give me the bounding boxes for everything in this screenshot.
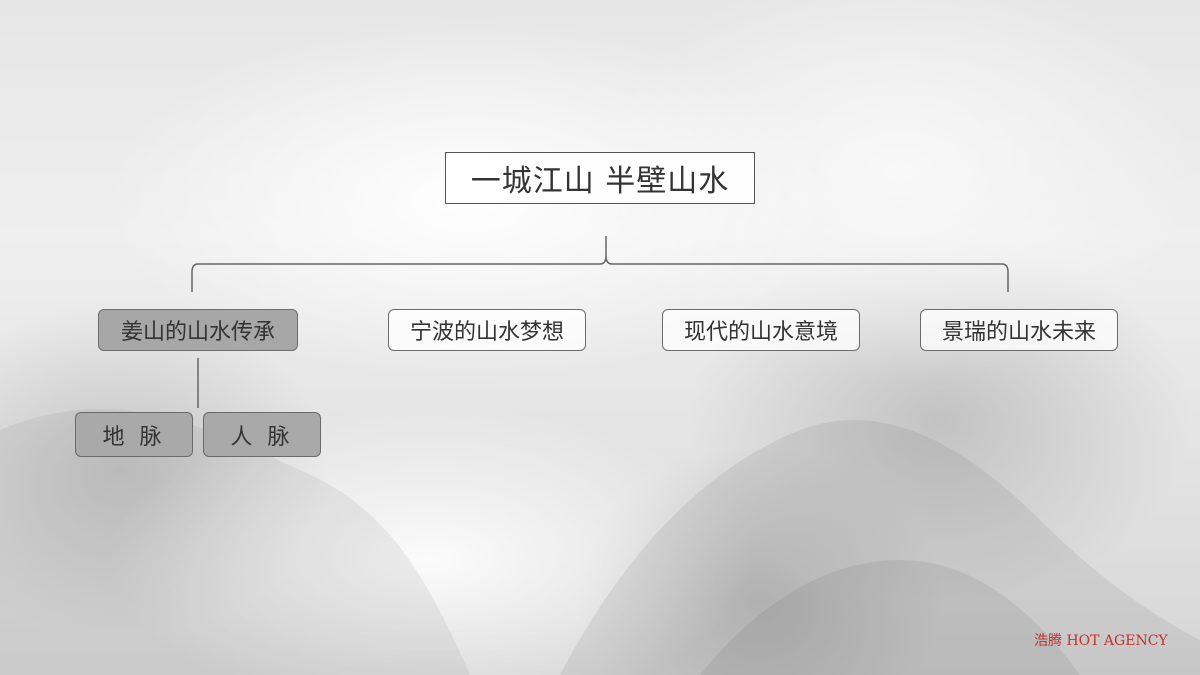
sub-branch-renmai: 人 脉 [203,412,321,457]
branch-ningbo: 宁波的山水梦想 [388,309,586,351]
sub-branch-dimai: 地 脉 [75,412,193,457]
diagram-title: 一城江山 半壁山水 [445,152,755,204]
brand-logo-text: 浩腾 HOT AGENCY [1034,633,1168,649]
branch-jingrui: 景瑞的山水未来 [920,309,1118,351]
branch-modern: 现代的山水意境 [662,309,860,351]
branch-jiangshan: 姜山的山水传承 [98,309,298,351]
